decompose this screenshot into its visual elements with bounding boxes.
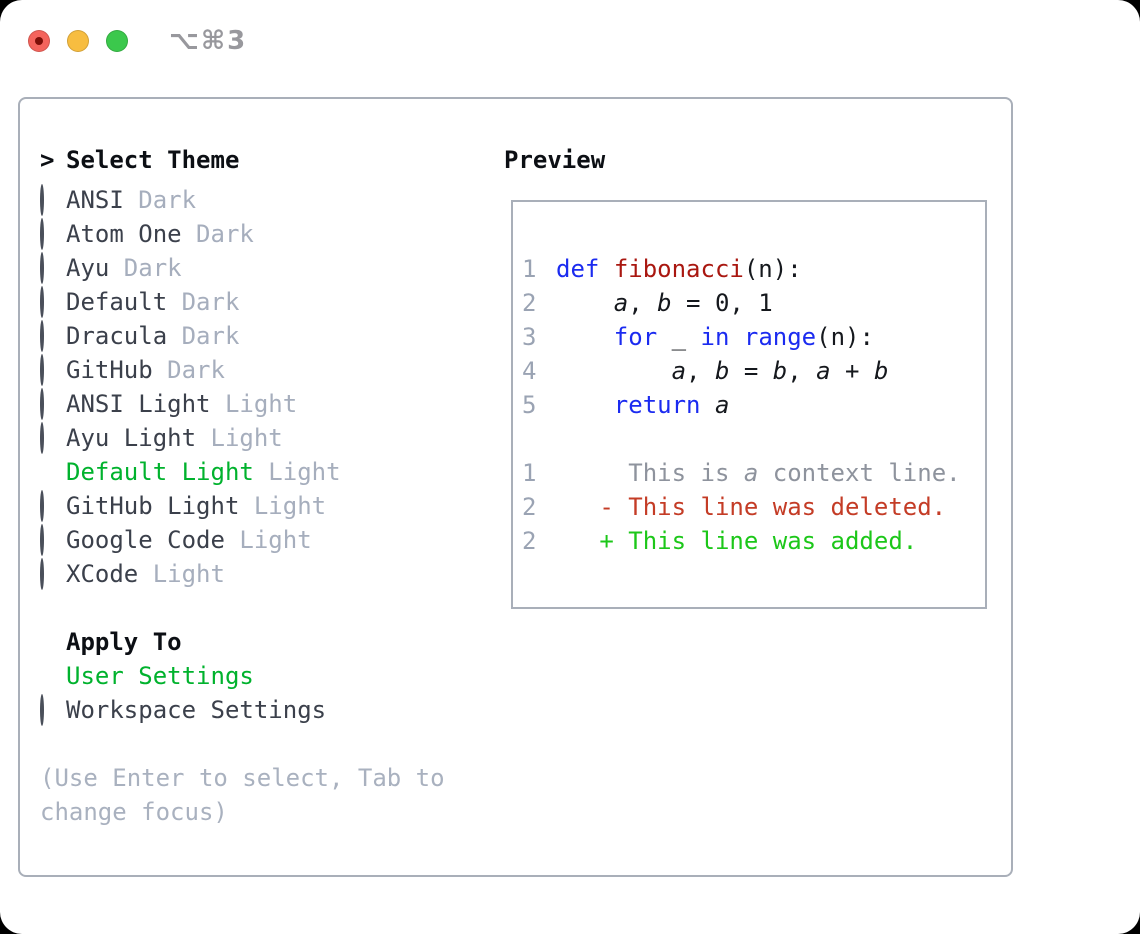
keyboard-hint: (Use Enter to select, Tab to change focu… (40, 764, 445, 826)
radio-unselected-icon (40, 184, 44, 216)
option-label: XCode (66, 560, 139, 588)
zoom-button[interactable] (106, 30, 128, 52)
preview-heading: Preview (504, 146, 606, 174)
theme-option-ansi-light[interactable]: ANSI Light Light (40, 387, 504, 421)
radio-unselected-icon (40, 320, 44, 352)
line-number: 2 (522, 527, 537, 555)
option-label: ANSI Light (66, 390, 211, 418)
option-variant: Dark (167, 322, 240, 350)
option-label: Dracula (66, 322, 168, 350)
code-line-7: 1 This is a context line. (522, 456, 985, 490)
radio-unselected-icon (40, 252, 44, 284)
apply-to-heading: Apply To (66, 628, 182, 656)
line-number: 2 (522, 493, 537, 521)
radio-unselected-icon (40, 490, 44, 522)
option-variant: Dark (123, 186, 197, 214)
option-variant: Light (239, 492, 327, 520)
theme-option-default[interactable]: Default Dark (40, 285, 504, 319)
titlebar: ⌥⌘3 (28, 26, 247, 56)
theme-option-ayu-light[interactable]: Ayu Light Light (40, 421, 504, 455)
option-label: Workspace Settings (66, 696, 327, 724)
radio-unselected-icon (40, 286, 44, 318)
code-line-6 (522, 422, 985, 456)
option-variant: Light (253, 458, 341, 486)
option-variant: Light (196, 424, 283, 452)
option-label: Atom One (66, 220, 182, 248)
option-variant: Dark (109, 254, 182, 282)
option-label: Ayu (66, 254, 110, 282)
radio-unselected-icon (40, 694, 44, 726)
radio-unselected-icon (40, 354, 44, 386)
theme-option-google-code[interactable]: Google Code Light (40, 523, 504, 557)
radio-unselected-icon (40, 558, 44, 590)
minimize-button[interactable] (67, 30, 89, 52)
theme-option-dracula[interactable]: Dracula Dark (40, 319, 504, 353)
code-line-5: 5 return a (522, 388, 985, 422)
code-line-9: 2 + This line was added. (522, 524, 985, 558)
option-variant: Dark (152, 356, 225, 384)
line-number: 2 (522, 289, 537, 317)
select-theme-heading: > Select Theme (40, 143, 504, 177)
apply-option-user-settings[interactable]: User Settings (40, 659, 504, 693)
radio-unselected-icon (40, 218, 44, 250)
code-line-4: 4 a, b = b, a + b (522, 354, 985, 388)
theme-option-default-light[interactable]: Default Light Light (40, 455, 504, 489)
option-label: GitHub Light (66, 492, 240, 520)
option-label: Default Light (66, 458, 254, 486)
code-line-3: 3 for _ in range(n): (522, 320, 985, 354)
code-line-8: 2 - This line was deleted. (522, 490, 985, 524)
radio-unselected-icon (40, 388, 44, 420)
prompt-icon: > (40, 146, 55, 174)
option-variant: Dark (167, 288, 240, 316)
option-label: User Settings (66, 662, 254, 690)
option-label: ANSI (66, 186, 124, 214)
theme-option-github[interactable]: GitHub Dark (40, 353, 504, 387)
line-number: 1 (522, 255, 537, 283)
theme-option-github-light[interactable]: GitHub Light Light (40, 489, 504, 523)
apply-option-workspace-settings[interactable]: Workspace Settings (40, 693, 504, 727)
option-variant: Light (210, 390, 298, 418)
line-number: 3 (522, 323, 537, 351)
line-number: 5 (522, 391, 537, 419)
option-label: Ayu Light (66, 424, 197, 452)
theme-option-ayu[interactable]: Ayu Dark (40, 251, 504, 285)
theme-option-atom-one[interactable]: Atom One Dark (40, 217, 504, 251)
theme-option-xcode[interactable]: XCode Light (40, 557, 504, 591)
option-variant: Light (138, 560, 225, 588)
line-number: 4 (522, 357, 537, 385)
option-label: Default (66, 288, 168, 316)
option-variant: Light (224, 526, 312, 554)
option-label: GitHub (66, 356, 153, 384)
radio-unselected-icon (40, 524, 44, 556)
line-number: 1 (522, 459, 537, 487)
radio-unselected-icon (40, 422, 44, 454)
window-title: ⌥⌘3 (169, 26, 248, 56)
theme-option-ansi[interactable]: ANSI Dark (40, 183, 504, 217)
close-button[interactable] (28, 30, 50, 52)
option-label: Google Code (66, 526, 225, 554)
code-line-2: 2 a, b = 0, 1 (522, 286, 985, 320)
option-variant: Dark (181, 220, 254, 248)
select-theme-title: Select Theme (66, 146, 240, 174)
